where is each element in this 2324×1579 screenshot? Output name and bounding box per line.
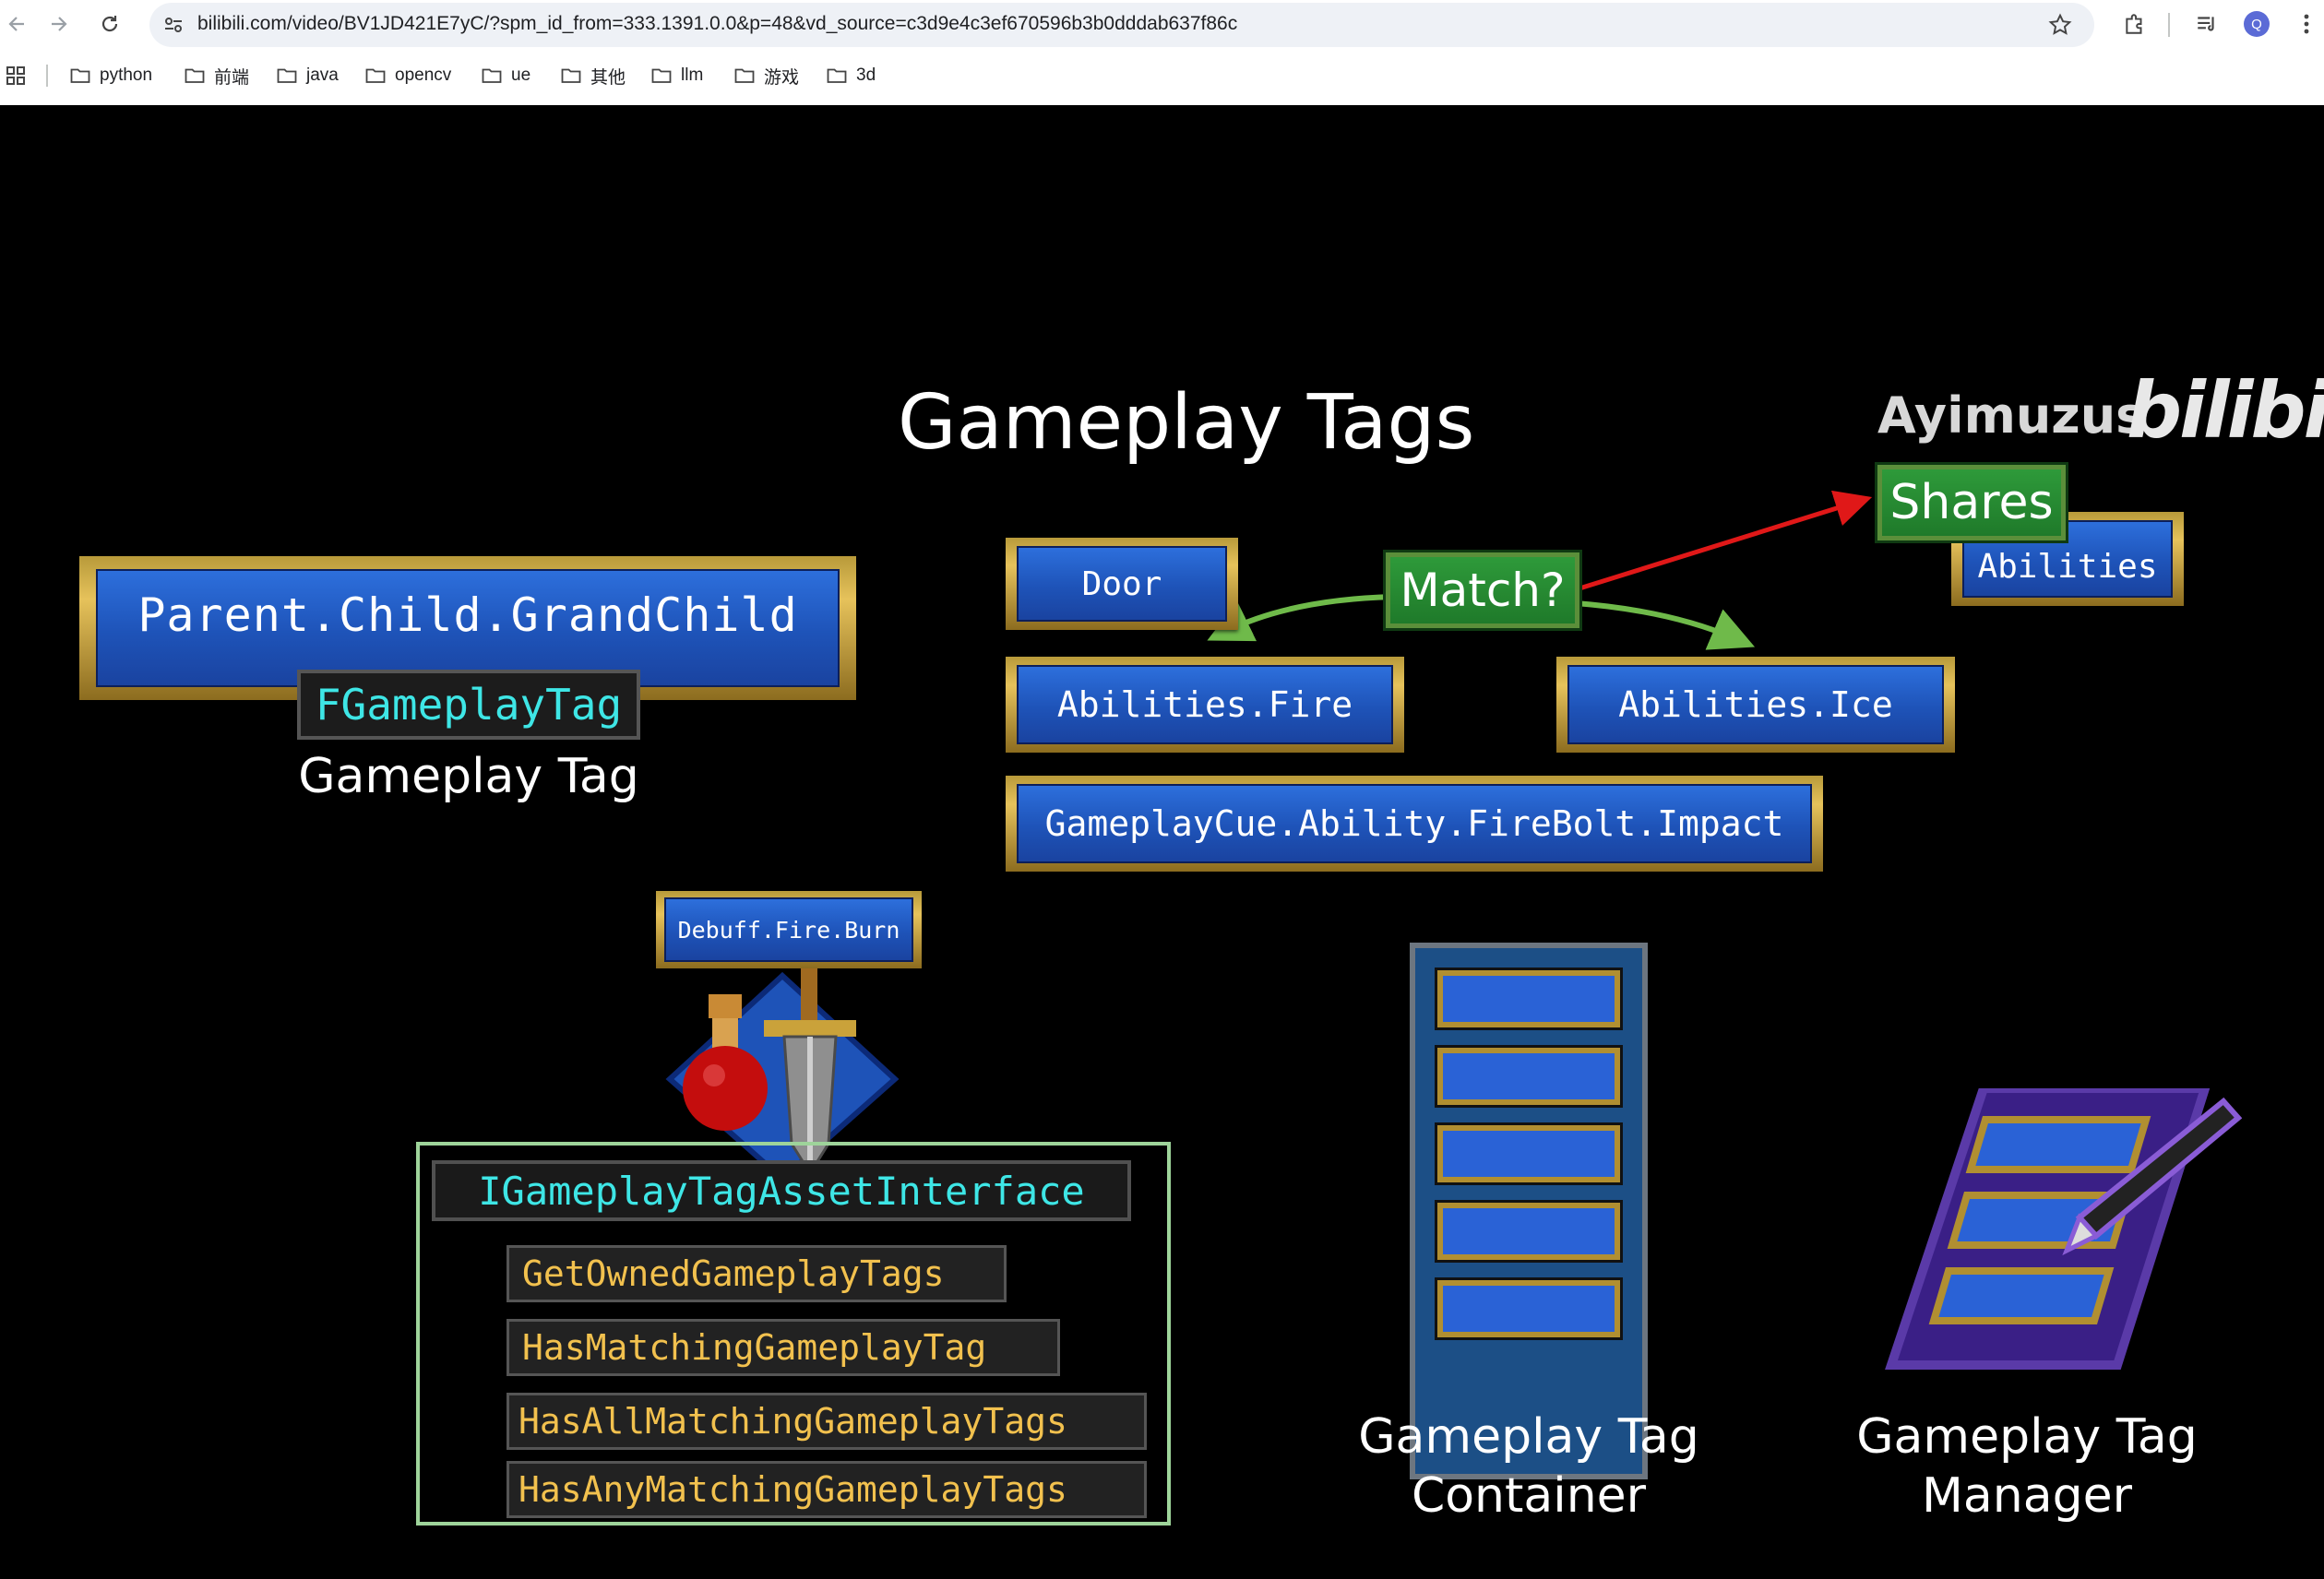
back-arrow-icon bbox=[8, 17, 24, 31]
bookmark-folder[interactable]: 前端 bbox=[185, 61, 249, 90]
abilities-fire-box: Abilities.Fire bbox=[1006, 657, 1404, 753]
tag-example-label: Parent.Child.GrandChild bbox=[96, 569, 840, 687]
browser-toolbar: bilibili.com/video/BV1JD421E7yC/?spm_id_… bbox=[0, 0, 2324, 106]
pencil-icon bbox=[2062, 1097, 2242, 1256]
bookmark-folder[interactable]: ue bbox=[482, 61, 530, 90]
reload-button[interactable] bbox=[93, 7, 126, 41]
folder-icon bbox=[185, 68, 205, 83]
watermark-user: Ayimuzus bbox=[1877, 386, 2146, 445]
bookmark-label: python bbox=[100, 65, 153, 85]
method-has-all: HasAllMatchingGameplayTags bbox=[507, 1393, 1147, 1450]
interface-name: IGameplayTagAssetInterface bbox=[432, 1160, 1131, 1221]
container-slot-5 bbox=[1435, 1277, 1623, 1340]
sword-icon bbox=[764, 968, 856, 1176]
bookmark-folder[interactable]: opencv bbox=[365, 61, 451, 90]
folder-icon bbox=[365, 68, 386, 83]
bookmark-label: 前端 bbox=[214, 67, 250, 88]
abilities-fire-label: Abilities.Fire bbox=[1017, 665, 1393, 744]
manager-slot-3 bbox=[1928, 1267, 2115, 1324]
manager-caption-line2: Manager bbox=[1922, 1468, 2132, 1524]
back-button[interactable] bbox=[0, 7, 33, 41]
bookmark-label: 游戏 bbox=[764, 67, 800, 88]
bookmark-label: 其他 bbox=[590, 67, 626, 88]
folder-icon bbox=[482, 68, 502, 83]
manager-slot-1 bbox=[1965, 1116, 2151, 1173]
folder-icon bbox=[651, 68, 672, 83]
folder-icon bbox=[70, 68, 90, 83]
container-caption-line1: Gameplay Tag bbox=[1358, 1409, 1699, 1465]
container-slot-4 bbox=[1435, 1200, 1623, 1263]
bookmark-folder[interactable]: 其他 bbox=[561, 61, 626, 90]
media-control-button[interactable] bbox=[2192, 9, 2222, 39]
method-has-any: HasAnyMatchingGameplayTags bbox=[507, 1461, 1147, 1518]
bookmark-folder[interactable]: java bbox=[277, 61, 339, 90]
puzzle-icon bbox=[2126, 14, 2142, 34]
bookmarks-divider bbox=[46, 65, 48, 87]
tag-example-box: Parent.Child.GrandChild bbox=[79, 556, 856, 700]
bookmark-label: 3d bbox=[856, 65, 876, 85]
playlist-icon bbox=[2198, 17, 2214, 31]
container-slot-3 bbox=[1435, 1122, 1623, 1185]
apps-button[interactable] bbox=[6, 61, 35, 90]
abilities-ice-box: Abilities.Ice bbox=[1556, 657, 1955, 753]
toolbar-divider bbox=[2168, 13, 2170, 37]
method-get-owned: GetOwnedGameplayTags bbox=[507, 1245, 1007, 1302]
gameplay-tag-caption: Gameplay Tag bbox=[298, 749, 639, 804]
folder-icon bbox=[277, 68, 297, 83]
bookmark-folder[interactable]: llm bbox=[651, 61, 703, 90]
gameplaycue-label: GameplayCue.Ability.FireBolt.Impact bbox=[1017, 784, 1812, 863]
bookmark-label: ue bbox=[511, 65, 531, 85]
interface-panel bbox=[416, 1142, 1171, 1526]
menu-button[interactable] bbox=[2292, 9, 2321, 39]
video-frame[interactable]: Gameplay Tags Ayimuzus bilibili Parent.C… bbox=[0, 105, 2324, 1579]
item-icon bbox=[665, 968, 900, 1183]
arrow-to-fire bbox=[1207, 594, 1394, 642]
door-tag-box: Door bbox=[1006, 538, 1238, 630]
folder-icon bbox=[734, 68, 755, 83]
reload-icon bbox=[101, 16, 118, 32]
bookmark-folder[interactable]: python bbox=[70, 61, 152, 90]
forward-arrow-icon bbox=[52, 17, 67, 31]
abilities-tag-box: Abilities bbox=[1951, 512, 2184, 606]
gameplaycue-box: GameplayCue.Ability.FireBolt.Impact bbox=[1006, 776, 1823, 872]
more-vert-icon bbox=[2304, 14, 2309, 34]
manager-caption-line1: Gameplay Tag bbox=[1856, 1409, 2198, 1465]
arrow-to-ice bbox=[1575, 600, 1756, 650]
debuff-tag-box: Debuff.Fire.Burn bbox=[656, 891, 922, 968]
door-tag-label: Door bbox=[1017, 546, 1227, 622]
folder-icon bbox=[827, 68, 847, 83]
profile-button[interactable]: Q bbox=[2242, 9, 2271, 39]
container-slot-2 bbox=[1435, 1045, 1623, 1108]
folder-icon bbox=[561, 68, 581, 83]
tag-container-graphic bbox=[1410, 943, 1648, 1479]
arrow-to-shares bbox=[1579, 490, 1873, 591]
container-slot-1 bbox=[1435, 968, 1623, 1030]
match-arrows bbox=[1207, 490, 1873, 650]
forward-button[interactable] bbox=[42, 7, 76, 41]
url-text[interactable]: bilibili.com/video/BV1JD421E7yC/?spm_id_… bbox=[197, 13, 1238, 34]
address-bar[interactable]: bilibili.com/video/BV1JD421E7yC/?spm_id_… bbox=[149, 3, 2094, 47]
bookmark-label: opencv bbox=[395, 65, 452, 85]
potion-icon bbox=[683, 994, 768, 1131]
bookmark-folder[interactable]: 3d bbox=[827, 61, 876, 90]
bookmark-folder[interactable]: 游戏 bbox=[734, 61, 799, 90]
container-caption-line2: Container bbox=[1411, 1468, 1647, 1524]
bookmark-star-icon[interactable] bbox=[2048, 13, 2072, 37]
fgameplaytag-label: FGameplayTag bbox=[297, 670, 640, 740]
method-has-matching: HasMatchingGameplayTag bbox=[507, 1319, 1060, 1376]
bookmark-label: java bbox=[306, 65, 339, 85]
debuff-tag-label: Debuff.Fire.Burn bbox=[664, 897, 913, 962]
bilibili-logo: bilibili bbox=[2127, 365, 2324, 456]
abilities-ice-label: Abilities.Ice bbox=[1567, 665, 1944, 744]
avatar[interactable]: Q bbox=[2244, 11, 2270, 37]
tag-manager-graphic bbox=[1885, 1088, 2242, 1370]
extensions-button[interactable] bbox=[2120, 9, 2150, 39]
site-info-icon[interactable] bbox=[162, 14, 185, 36]
slide-title: Gameplay Tags bbox=[898, 379, 1475, 467]
apps-grid-icon bbox=[6, 66, 25, 85]
shares-box: Shares bbox=[1875, 462, 2068, 543]
match-box: Match? bbox=[1383, 550, 1582, 631]
bookmark-label: llm bbox=[681, 65, 704, 85]
